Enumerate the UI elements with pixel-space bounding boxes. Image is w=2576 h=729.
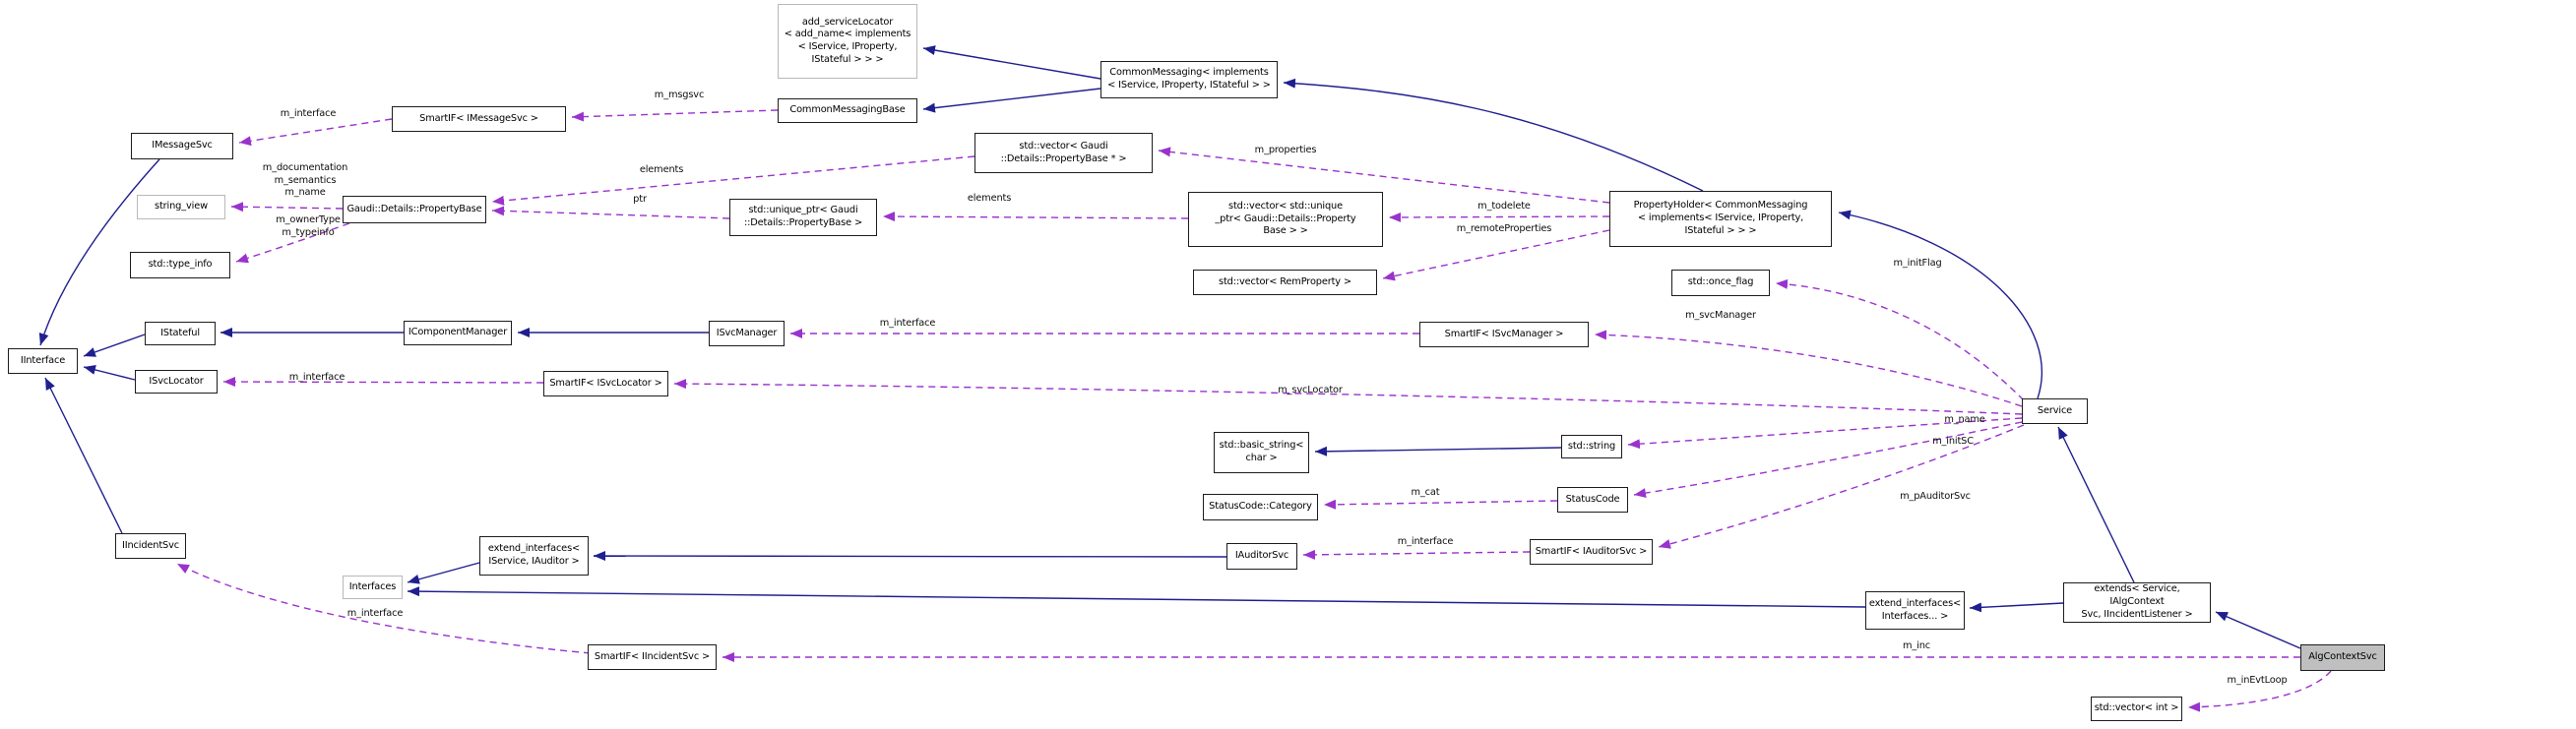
edge-vectoruniqueptr-uniqueptr <box>882 212 1189 222</box>
edge-service-propertyholder <box>1838 210 2042 399</box>
edge-label-m-svcmanager: m_svcManager <box>1685 310 1756 321</box>
edge-smartifimessagesvc-imessagesvc <box>238 118 393 147</box>
node-basic-string[interactable]: std::basic_string< char > <box>1214 432 1309 473</box>
node-commonmessaging[interactable]: CommonMessaging< implements < IService, … <box>1100 61 1278 98</box>
edge-istateful-iinterface <box>83 334 146 357</box>
edge-extendinterfacesvariadic-interfaces <box>407 586 1866 608</box>
edge-propertyholder-vectoruniqueptr <box>1388 212 1610 222</box>
node-iinterface[interactable]: IInterface <box>8 348 78 374</box>
node-string-view: string_view <box>137 195 225 219</box>
node-icomponentmanager[interactable]: IComponentManager <box>404 321 512 345</box>
node-statuscode[interactable]: StatusCode <box>1557 487 1628 513</box>
edge-label-m-pauditorsvc: m_pAuditorSvc <box>1900 491 1971 502</box>
node-vector-propertybaseptr[interactable]: std::vector< Gaudi ::Details::PropertyBa… <box>974 133 1153 173</box>
edge-vectorpropertybaseptr-propertybase <box>491 155 975 206</box>
node-smartif-imessagesvc[interactable]: SmartIF< IMessageSvc > <box>392 106 566 132</box>
edge-label-m-svclocator: m_svcLocator <box>1278 385 1343 395</box>
edge-label-m-msgsvc: m_msgsvc <box>654 90 705 100</box>
node-propertybase[interactable]: Gaudi::Details::PropertyBase <box>343 196 486 223</box>
edge-stdstring-basicstring <box>1314 446 1562 456</box>
edge-extendinterfaces-interfaces <box>407 562 480 584</box>
edge-label-m-initsc: m_initSC <box>1932 436 1974 447</box>
edge-label-m-interface-isvclocator: m_interface <box>288 372 346 383</box>
edge-label-ptr: ptr <box>633 194 647 205</box>
edge-label-m-interface-iincidentsvc: m_interface <box>346 608 404 619</box>
edge-iincidentsvc-iinterface <box>44 377 123 534</box>
edge-label-doc-semantics-name: m_documentation m_semantics m_name <box>262 162 348 199</box>
node-vector-remproperty[interactable]: std::vector< RemProperty > <box>1193 270 1377 295</box>
edge-propertyholder-commonmessaging <box>1283 78 1704 192</box>
edge-label-m-todelete: m_todelete <box>1477 201 1531 212</box>
node-algcontextsvc: AlgContextSvc <box>2300 644 2385 671</box>
edge-isvclocator-iinterface <box>83 365 136 381</box>
node-extend-interfaces-iservice-iauditor[interactable]: extend_interfaces< IService, IAuditor > <box>479 536 589 576</box>
node-type-info[interactable]: std::type_info <box>130 252 230 278</box>
node-smartif-isvcmanager[interactable]: SmartIF< ISvcManager > <box>1419 322 1589 347</box>
node-once-flag[interactable]: std::once_flag <box>1671 270 1770 296</box>
edge-label-m-inevtloop: m_inEvtLoop <box>2227 675 2288 686</box>
edge-extends-extendinterfacesvariadic <box>1969 602 2064 613</box>
edge-label-m-name: m_name <box>1944 414 1985 425</box>
node-extends-service-ialgcontextsvc[interactable]: extends< Service, IAlgContext Svc, IInci… <box>2063 582 2211 623</box>
node-smartif-iincidentsvc[interactable]: SmartIF< IIncidentSvc > <box>588 644 717 670</box>
edge-statuscode-category <box>1323 499 1558 510</box>
node-iincidentsvc[interactable]: IIncidentSvc <box>115 533 186 559</box>
edge-label-m-properties: m_properties <box>1254 145 1317 155</box>
edge-label-m-remoteproperties: m_remoteProperties <box>1456 223 1552 234</box>
edge-label-m-initflag: m_initFlag <box>1893 258 1942 269</box>
node-commonmessagingbase[interactable]: CommonMessagingBase <box>778 98 917 123</box>
edge-service-smartifisvcmanager <box>1594 330 2023 407</box>
node-istateful[interactable]: IStateful <box>145 322 216 345</box>
edge-algcontextsvc-extends <box>2215 611 2301 649</box>
edge-label-m-cat: m_cat <box>1411 487 1440 498</box>
node-vector-uniqueptr[interactable]: std::vector< std::unique _ptr< Gaudi::De… <box>1188 192 1383 247</box>
node-iauditorsvc[interactable]: IAuditorSvc <box>1226 543 1297 570</box>
node-isvclocator[interactable]: ISvcLocator <box>135 370 218 394</box>
edge-propertybase-stringview <box>230 202 344 213</box>
edge-service-onceflag <box>1775 278 2025 401</box>
node-interfaces: Interfaces <box>343 576 403 599</box>
node-smartif-isvclocator[interactable]: SmartIF< ISvcLocator > <box>543 371 668 396</box>
node-uniqueptr-propertybase[interactable]: std::unique_ptr< Gaudi ::Details::Proper… <box>729 199 877 236</box>
edge-label-m-interface-isvcmanager: m_interface <box>879 318 936 329</box>
node-smartif-iauditorsvc[interactable]: SmartIF< IAuditorSvc > <box>1530 539 1653 565</box>
edge-label-m-interface-imessagesvc: m_interface <box>280 108 337 119</box>
edge-extends-service <box>2057 426 2135 583</box>
node-propertyholder[interactable]: PropertyHolder< CommonMessaging < implem… <box>1609 191 1832 247</box>
edge-label-elements-1: elements <box>639 164 684 175</box>
node-statuscode-category[interactable]: StatusCode::Category <box>1203 494 1318 520</box>
edge-label-m-inc: m_inc <box>1902 640 1931 651</box>
edge-commonmessaging-addservicelocator <box>922 45 1101 80</box>
edge-label-elements-2: elements <box>967 193 1012 204</box>
edge-uniqueptr-propertybase <box>491 206 730 219</box>
node-add-servicelocator: add_serviceLocator < add_name< implement… <box>778 4 917 79</box>
edge-smartifisvclocator-isvclocator <box>222 377 544 388</box>
edge-propertyholder-vectorremproperty <box>1382 229 1610 281</box>
node-isvcmanager[interactable]: ISvcManager <box>709 321 785 346</box>
node-vector-int[interactable]: std::vector< int > <box>2091 697 2182 721</box>
edge-service-smartifisvclocator <box>673 379 2023 415</box>
node-imessagesvc[interactable]: IMessageSvc <box>131 133 233 159</box>
edge-commonmessaging-commonmessagingbase <box>922 88 1101 113</box>
edge-label-ownertype-typeinfo: m_ownerType m_typeinfo <box>276 214 341 238</box>
edge-iauditorsvc-extendinterfaces <box>593 551 1227 562</box>
node-std-string[interactable]: std::string <box>1561 435 1622 458</box>
edge-service-statuscode <box>1633 421 2023 499</box>
node-service[interactable]: Service <box>2022 398 2088 424</box>
edge-label-m-interface-iauditorsvc: m_interface <box>1397 536 1454 547</box>
node-extend-interfaces-variadic[interactable]: extend_interfaces< Interfaces... > <box>1865 591 1965 630</box>
edge-smartifiauditorsvc-iauditorsvc <box>1302 549 1531 560</box>
edge-commonmessagingbase-smartifimessagesvc <box>571 109 779 122</box>
